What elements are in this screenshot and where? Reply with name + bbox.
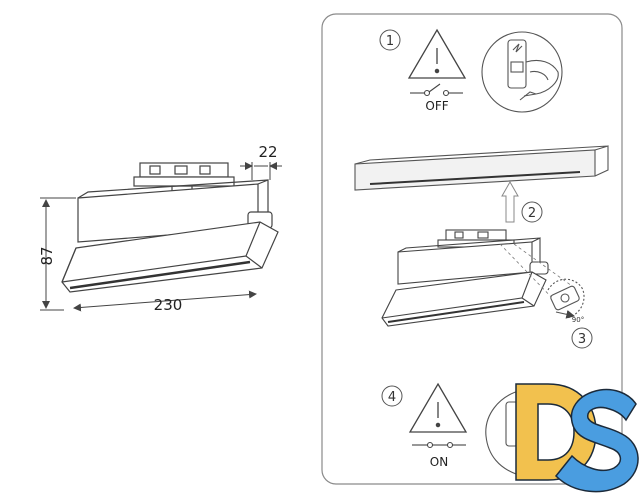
step-2-number: 2 <box>528 206 536 221</box>
switch-on-icon <box>412 441 466 449</box>
length-dimension <box>73 290 257 312</box>
breaker-icon <box>481 31 563 113</box>
projection-lines <box>499 243 573 305</box>
ds-logo <box>515 383 639 493</box>
step-4: 4 ON <box>381 382 523 475</box>
rotation-detail <box>547 278 585 319</box>
step-3: 90° 3 <box>547 278 593 349</box>
height-dimension <box>40 197 76 311</box>
step-4-number: 4 <box>388 390 396 405</box>
step-1: 1 OFF <box>379 28 563 113</box>
length-label: 230 <box>154 296 183 314</box>
height-label: 87 <box>38 246 56 265</box>
track-rail <box>354 145 609 191</box>
warning-icon-step-4 <box>408 382 468 433</box>
switch-on-label: ON <box>430 455 448 469</box>
dimension-drawing <box>61 162 279 293</box>
mount-arrow <box>501 180 519 223</box>
width-label: 22 <box>258 143 277 161</box>
switch-off-label: OFF <box>425 99 448 113</box>
logo-letter-s <box>554 388 639 493</box>
step-1-number: 1 <box>386 34 394 49</box>
angle-label: 90° <box>572 316 584 324</box>
switch-off-icon <box>410 83 463 97</box>
fixture-install <box>381 229 549 327</box>
step-3-number: 3 <box>578 332 586 347</box>
width-dimension <box>240 162 282 180</box>
step-2: 2 <box>354 145 609 327</box>
warning-icon <box>407 28 467 79</box>
